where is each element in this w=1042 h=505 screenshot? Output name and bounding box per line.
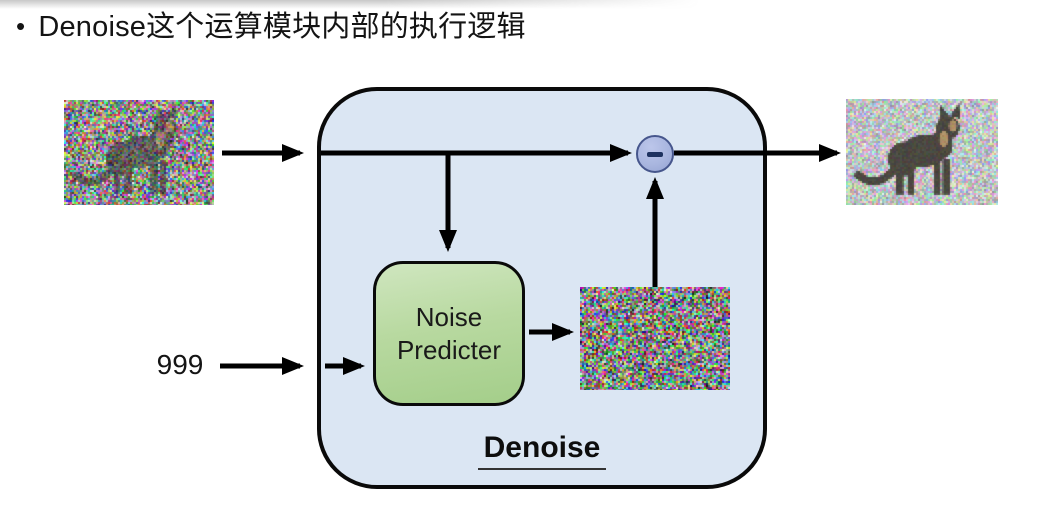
denoise-caption: Denoise xyxy=(317,431,767,470)
page-title-text: Denoise这个运算模块内部的执行逻辑 xyxy=(38,11,526,43)
noisy-input-image xyxy=(64,100,214,205)
noise-predicter-box: Noise Predicter xyxy=(373,261,525,406)
timestep-label: 999 xyxy=(156,349,204,380)
denoise-caption-text: Denoise xyxy=(477,431,607,470)
minus-node: - xyxy=(636,135,674,173)
denoised-output-image xyxy=(846,99,998,205)
bullet-icon: • xyxy=(16,11,26,41)
noise-predicter-label: Noise Predicter xyxy=(396,301,502,365)
page-title: • Denoise这个运算模块内部的执行逻辑 xyxy=(16,6,526,47)
predicted-noise-image xyxy=(580,287,730,390)
minus-icon xyxy=(647,151,663,157)
